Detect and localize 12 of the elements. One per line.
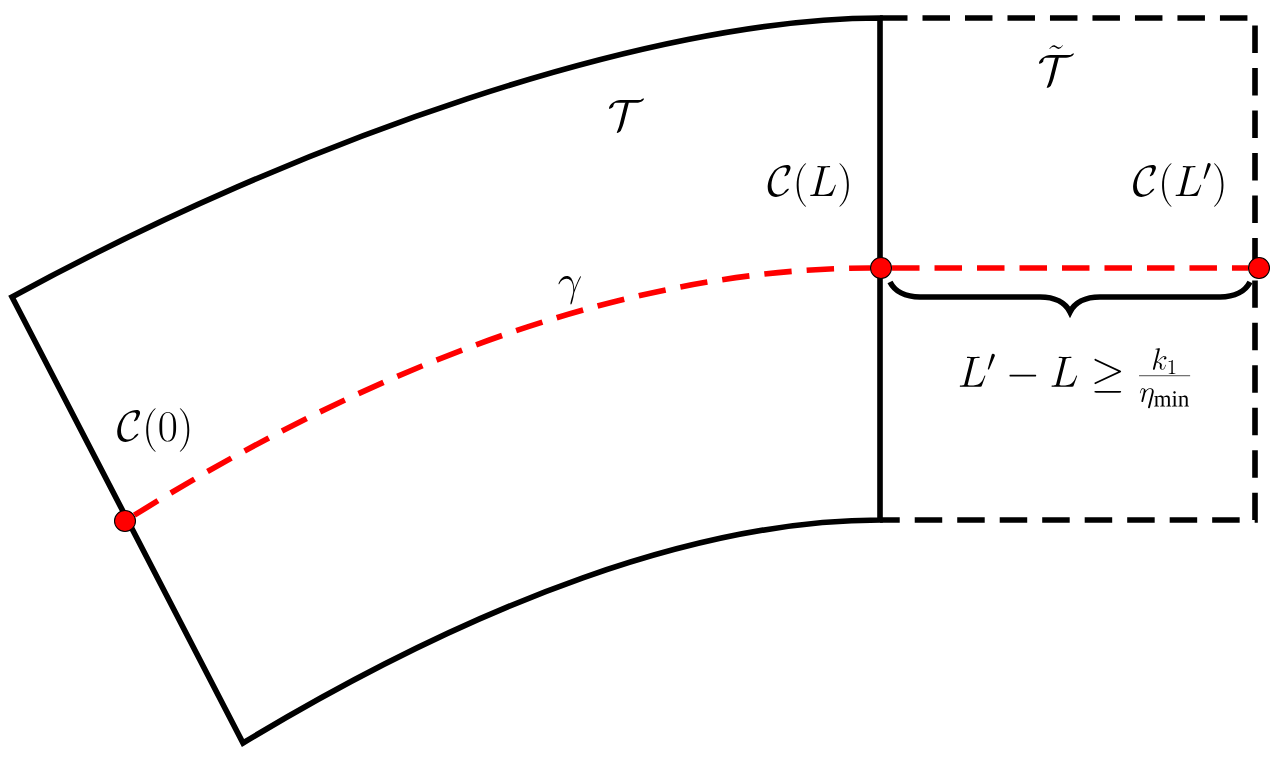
point-marker bbox=[114, 509, 137, 532]
math-label: $\mathcal{C}(L)$ bbox=[767, 163, 849, 207]
curve bbox=[892, 265, 1248, 271]
math-label: $L' - L \geq \frac{k_1}{\eta_{\min}}$ bbox=[959, 348, 1191, 409]
point-marker bbox=[1248, 256, 1271, 279]
edge-label: $\gamma$ bbox=[558, 275, 581, 305]
point-marker bbox=[870, 256, 893, 279]
curve bbox=[132, 265, 871, 518]
math-label: $\mathcal{C}(0)$ bbox=[117, 408, 190, 452]
math-label: $\mathcal{T}$ bbox=[609, 98, 644, 133]
math-label: $\tilde{\mathcal{T}}$ bbox=[1039, 45, 1074, 88]
math-label: $\mathcal{C}(L')$ bbox=[1133, 163, 1224, 207]
